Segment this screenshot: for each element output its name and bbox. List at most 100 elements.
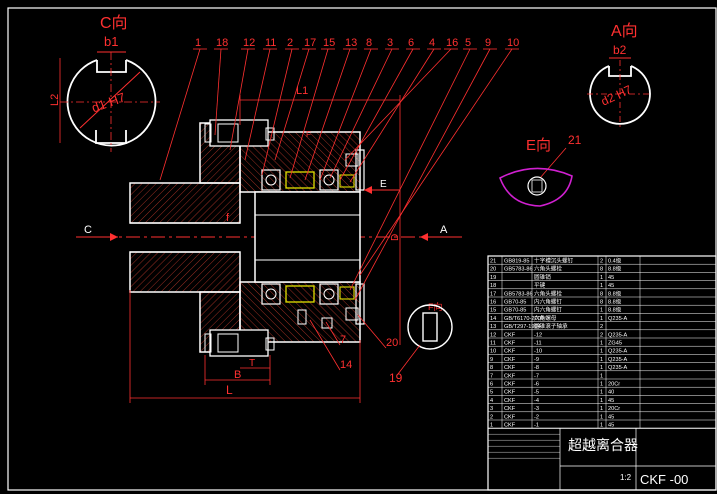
bom-cell: -5 xyxy=(534,390,539,396)
bom-cell: ZG45 xyxy=(608,341,622,347)
f-view-callout: 19 xyxy=(389,371,403,385)
bom-cell: 六角头螺栓 xyxy=(534,289,562,297)
bom-cell: 1 xyxy=(600,349,603,355)
bom-cell: -12 xyxy=(534,332,542,338)
bom-cell: 十字槽沉头螺钉 xyxy=(534,257,574,265)
bom-cell: 20Cr xyxy=(608,406,620,412)
bom-cell: 20 xyxy=(490,267,496,273)
dim-l: L xyxy=(226,383,233,397)
bom-cell: CKF xyxy=(504,332,516,338)
bom-cell: 六角螺母 xyxy=(534,314,557,322)
c-view-d-label: d1 H7 xyxy=(90,90,128,116)
bom-cell: 6 xyxy=(490,382,493,388)
bom-cell: 21 xyxy=(490,259,496,265)
arrow-c-label: C xyxy=(84,224,92,236)
dim-b: B xyxy=(234,369,241,381)
bom-cell: 9 xyxy=(490,357,493,363)
bom-cell: 1 xyxy=(600,275,603,281)
leader-line xyxy=(274,48,310,161)
bom-cell: 45 xyxy=(608,423,614,429)
bom-cell: 1 xyxy=(600,373,603,379)
bom-cell: GB5783-86 xyxy=(504,291,533,297)
bom-cell: 11 xyxy=(490,341,496,347)
title-block-drawing-no: CKF -00 xyxy=(640,472,688,487)
bom-cell: 8 xyxy=(600,291,603,297)
bom-cell: 8 xyxy=(490,365,493,371)
callout-10: 10 xyxy=(507,37,519,49)
bom-cell: 40 xyxy=(608,390,614,396)
bom-cell: GB819-85 xyxy=(504,259,530,265)
bom-cell: 15 xyxy=(490,308,496,314)
dim-l1: L1 xyxy=(296,85,308,97)
bom-cell: 2 xyxy=(490,414,493,420)
callout-4: 4 xyxy=(429,37,435,49)
bom-cell: 2 xyxy=(600,259,603,265)
bom-cell: 圆锥滚子轴承 xyxy=(534,322,568,330)
leader-line xyxy=(359,48,513,276)
callout-7: 7 xyxy=(340,334,346,346)
leader-line xyxy=(329,48,393,179)
bom-cell: 0.4级 xyxy=(608,257,622,265)
bom-cell: 1 xyxy=(490,423,493,429)
bom-cell: 平键 xyxy=(534,281,546,289)
bom-cell: Q235-A xyxy=(608,316,628,322)
bom-cell: 1 xyxy=(600,382,603,388)
bom-cell: CKF xyxy=(504,382,516,388)
dimensions: L1 D L B T f F xyxy=(129,85,401,403)
callout-16: 16 xyxy=(446,37,458,49)
dim-d: D xyxy=(390,234,401,241)
bom-cell: 8.8级 xyxy=(608,298,622,306)
callout-12: 12 xyxy=(243,37,255,49)
bom-cell: 45 xyxy=(608,283,614,289)
leader-line xyxy=(261,48,293,176)
bom-cell: 8.8级 xyxy=(608,306,622,314)
bom-cell: 8 xyxy=(600,267,603,273)
dim-f-upper: F xyxy=(306,130,311,139)
title-block-name: 超越离合器 xyxy=(568,437,638,453)
bom-cell: 1 xyxy=(600,283,603,289)
bom-cell: 20Cr xyxy=(608,382,620,388)
arrow-a-label: A xyxy=(440,224,448,236)
arrow-e-label: E xyxy=(380,179,387,190)
leader-line xyxy=(319,48,372,181)
leader-line xyxy=(214,48,222,136)
bom-cell: CKF xyxy=(504,365,516,371)
callout-1: 1 xyxy=(195,37,201,49)
leader-line xyxy=(344,48,452,161)
bom-cell: 45 xyxy=(608,398,614,404)
bom-cell: 13 xyxy=(490,324,496,330)
bom-cell: -2 xyxy=(534,414,539,420)
bom-cell: CKF xyxy=(504,390,516,396)
dim-f-lower: f xyxy=(226,212,230,224)
bom-cell: CKF xyxy=(504,398,516,404)
leader-line xyxy=(357,314,387,349)
bom-cell: 14 xyxy=(490,316,496,322)
bom-cell: 45 xyxy=(608,275,614,281)
bom-cell: 17 xyxy=(490,291,496,297)
leader-line xyxy=(244,48,271,161)
bom-cell: 12 xyxy=(490,332,496,338)
f-view-title: F向 xyxy=(428,301,443,312)
callout-14: 14 xyxy=(340,359,352,371)
bom-cell: CKF xyxy=(504,357,516,363)
bom-cell: 2 xyxy=(600,332,603,338)
drawing-frame xyxy=(7,7,717,491)
bom-cell: -10 xyxy=(534,349,542,355)
callout-17: 17 xyxy=(304,37,316,49)
bom-cell: 1 xyxy=(600,341,603,347)
e-view: E向 21 xyxy=(499,133,582,207)
callout-18: 18 xyxy=(216,37,228,49)
bom-cell: 内六角螺钉 xyxy=(534,306,562,314)
bom-cell: 1 xyxy=(600,308,603,314)
callout-3: 3 xyxy=(387,37,393,49)
bom-cell: 1 xyxy=(600,423,603,429)
bom-cell: 18 xyxy=(490,283,496,289)
bom-cell: 1 xyxy=(600,406,603,412)
dim-t: T xyxy=(249,358,255,369)
bom-cell: CKF xyxy=(504,341,516,347)
bom-cell: 1 xyxy=(600,414,603,420)
bom-cell: CKF xyxy=(504,423,516,429)
bom-cell: -6 xyxy=(534,382,539,388)
bom-cell: CKF xyxy=(504,414,516,420)
